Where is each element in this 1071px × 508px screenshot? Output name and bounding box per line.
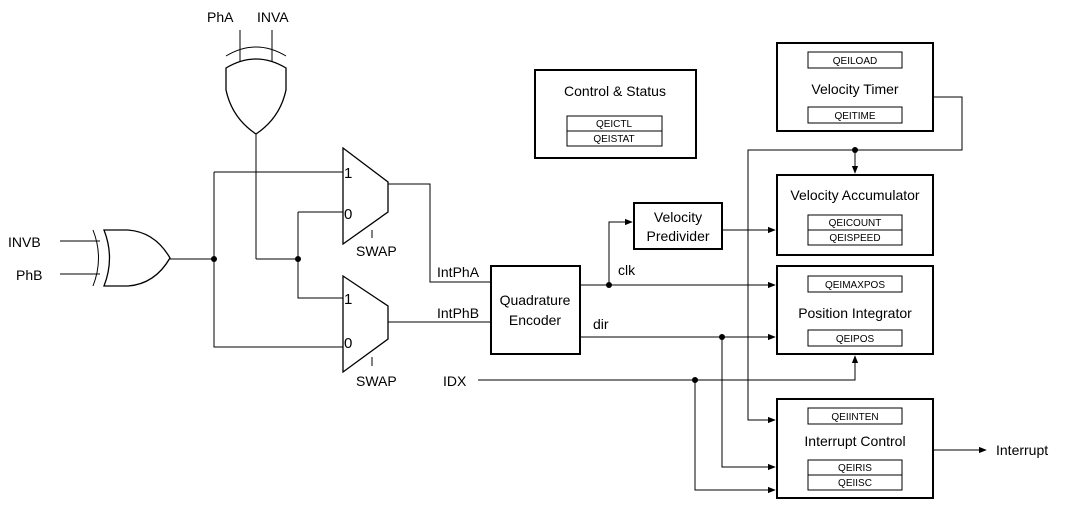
interrupt-control-title: Interrupt Control xyxy=(804,433,905,449)
velocity-timer-title: Velocity Timer xyxy=(811,81,898,97)
register-qeictl-label: QEICTL xyxy=(596,119,633,130)
register-qeiris-label: QEIRIS xyxy=(838,463,872,474)
register-qeiisc xyxy=(807,474,903,491)
register-qeimaxpos-label: QEIMAXPOS xyxy=(825,280,885,291)
register-qeitime xyxy=(807,106,903,124)
position-integrator-title: Position Integrator xyxy=(798,305,912,321)
intpha-label: IntPhA xyxy=(437,264,480,280)
control-status-title: Control & Status xyxy=(564,83,666,99)
quadrature-encoder-block xyxy=(490,265,581,355)
encoder-input-wiring xyxy=(388,183,491,323)
velocity-accumulator-title: Velocity Accumulator xyxy=(790,187,920,203)
register-qeiinten xyxy=(807,407,903,425)
xor-gate-pha xyxy=(225,30,287,135)
mux-top-one: 1 xyxy=(344,165,352,182)
register-qeicount-label: QEICOUNT xyxy=(829,218,882,229)
register-qeistat-label: QEISTAT xyxy=(593,134,634,145)
register-qeipos-label: QEIPOS xyxy=(836,334,875,345)
velocity-predivider-block xyxy=(633,202,723,250)
xor-gate-phb xyxy=(60,229,171,287)
mux-top xyxy=(342,146,389,246)
intphb-label: IntPhB xyxy=(437,305,479,321)
mux-bottom-swap-label: SWAP xyxy=(356,373,397,389)
mux-bottom-zero: 0 xyxy=(344,335,352,352)
mux-input-wiring xyxy=(170,134,343,348)
pha-label: PhA xyxy=(207,9,234,25)
register-qeistat xyxy=(566,130,663,147)
invb-label: INVB xyxy=(8,234,41,250)
register-qeispeed xyxy=(807,229,903,246)
mux-top-zero: 0 xyxy=(344,206,352,223)
register-qeipos xyxy=(807,329,903,347)
velocity-predivider-line1: Velocity xyxy=(654,209,702,225)
clk-label: clk xyxy=(618,262,636,278)
mux-bottom-one: 1 xyxy=(344,291,352,308)
quadrature-encoder-line1: Quadrature xyxy=(500,292,571,308)
interrupt-label: Interrupt xyxy=(996,442,1048,458)
register-qeimaxpos xyxy=(807,275,903,293)
register-qeiload xyxy=(807,51,903,69)
register-qeitime-label: QEITIME xyxy=(834,111,875,122)
velocity-predivider-line2: Predivider xyxy=(646,228,709,244)
register-qeiload-label: QEILOAD xyxy=(833,56,877,67)
register-qeiisc-label: QEIISC xyxy=(838,478,872,489)
mux-top-swap-label: SWAP xyxy=(356,243,397,259)
quadrature-encoder-line2: Encoder xyxy=(509,312,561,328)
phb-label: PhB xyxy=(16,267,42,283)
idx-label: IDX xyxy=(443,373,467,389)
register-qeiinten-label: QEIINTEN xyxy=(831,412,878,423)
dir-label: dir xyxy=(593,316,609,332)
inva-label: INVA xyxy=(257,9,289,25)
register-qeispeed-label: QEISPEED xyxy=(829,233,880,244)
mux-bottom xyxy=(342,274,389,374)
signal-wiring xyxy=(478,96,987,494)
